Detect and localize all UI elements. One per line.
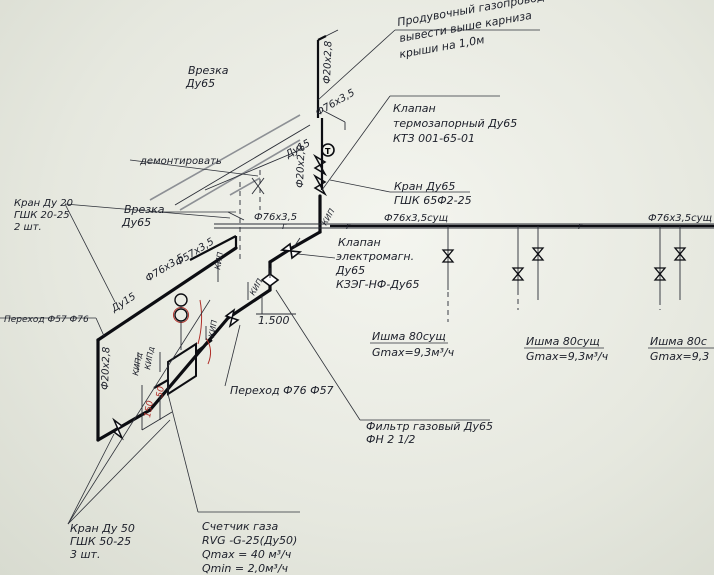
demontirovat-label: демонтировать xyxy=(139,156,222,167)
dim-d20-left: Ф20х2,8 xyxy=(100,347,112,391)
instrument-taps xyxy=(137,262,271,372)
kran20-label3: 2 шт. xyxy=(14,222,42,233)
dim-d76-right: Ф76х3,5сущ xyxy=(648,213,712,224)
vrezka-top-size: Ду65 xyxy=(185,77,215,90)
bypass-loop xyxy=(96,235,240,442)
dim-kip-2: КИП xyxy=(213,251,225,270)
kran50-label2: ГШК 50-25 xyxy=(70,535,131,548)
gas-mark-3: г xyxy=(578,222,583,232)
isometric-guide-lines xyxy=(149,114,311,260)
purge-gas-pipe xyxy=(316,29,346,190)
dim-d20-mid: Ф20х2,8 xyxy=(295,145,307,189)
annotations: Продувочный газопровод вывести выше карн… xyxy=(4,0,545,575)
vrezka-mid-label: Врезка xyxy=(124,203,165,216)
elevation-mark: 1.500 xyxy=(258,314,290,327)
consumer-flow-2: Gmax=9,3м³/ч xyxy=(526,350,609,363)
dim-d76-mid: Ф76х3,5 xyxy=(254,212,297,223)
consumer-name-1: Ишма 80сущ xyxy=(372,330,446,343)
filter-label1: Фильтр газовый Ду65 xyxy=(366,420,493,433)
kran50-label3: 3 шт. xyxy=(70,548,100,561)
demolition-marks xyxy=(227,177,265,221)
kran20-label1: Кран Ду 20 xyxy=(14,198,73,209)
meter-label3: Qmax = 40 м³/ч xyxy=(202,548,292,561)
leader-lines xyxy=(0,29,540,525)
consumer-flow-1: Gmax=9,3м³/ч xyxy=(372,346,455,359)
dim-kipd-2: КИПд xyxy=(143,345,156,370)
dim-d20-top: Ф20х2,8 xyxy=(322,41,334,85)
dim-150: 150 xyxy=(143,400,156,419)
dim-d76-main: Ф76х3,5сущ xyxy=(384,213,448,224)
solenoid-label3: Ду65 xyxy=(335,264,365,277)
kran65-label1: Кран Ду65 xyxy=(394,180,455,193)
consumer-flow-3: Gmax=9,3 xyxy=(650,350,709,363)
consumer-branches xyxy=(441,226,687,322)
kran50-label1: Кран Ду 50 xyxy=(70,522,135,535)
vrezka-top-label: Врезка xyxy=(188,64,229,77)
perehod76-label: Переход Ф76 Ф57 xyxy=(230,384,334,397)
dim-d76-top: Ф76х3,5 xyxy=(314,87,357,118)
meter-label2: RVG -G-25(Ду50) xyxy=(202,534,297,547)
dim-kip-1: КИП xyxy=(207,319,219,338)
vrezka-mid-size: Ду65 xyxy=(121,216,151,229)
thermal-shutoff-valve: T xyxy=(312,143,335,197)
filter-label2: ФН 2 1/2 xyxy=(366,433,415,446)
dim-50: 50 xyxy=(155,385,167,398)
consumer-name-2: Ишма 80сущ xyxy=(526,335,600,348)
solenoid-label1: Клапан xyxy=(338,236,381,249)
solenoid-label4: КЗЭГ-НФ-Ду65 xyxy=(336,278,419,291)
thermo-valve-label2: термозапорный Ду65 xyxy=(393,117,517,130)
solenoid-valve xyxy=(279,237,303,260)
solenoid-label2: электромагн. xyxy=(336,250,414,263)
gas-meter xyxy=(153,293,213,396)
perehod57-label: Переход Ф57 Ф76 xyxy=(4,315,89,325)
kran20-label2: ГШК 20-25 xyxy=(14,210,70,221)
thermo-valve-label3: КТЗ 001-65-01 xyxy=(393,132,475,145)
dim-kipd-1: КИПд xyxy=(131,351,144,376)
meter-label4: Qmin = 2,0м³/ч xyxy=(202,562,289,575)
meter-label1: Счетчик газа xyxy=(202,520,279,533)
gas-filter xyxy=(256,273,296,315)
gas-mark-1: г xyxy=(282,222,287,232)
existing-gas-main xyxy=(214,223,714,229)
svg-text:T: T xyxy=(325,147,331,156)
thermo-valve-label1: Клапан xyxy=(393,102,436,115)
consumer-labels: Ишма 80сущ Gmax=9,3м³/ч Ишма 80сущ Gmax=… xyxy=(370,330,714,363)
dim-du15-left: Ду15 xyxy=(109,291,138,315)
kran65-label2: ГШК 65Ф2-25 xyxy=(394,194,472,207)
gas-mark-2: г xyxy=(346,222,351,232)
consumer-name-3: Ишма 80с xyxy=(650,335,707,348)
